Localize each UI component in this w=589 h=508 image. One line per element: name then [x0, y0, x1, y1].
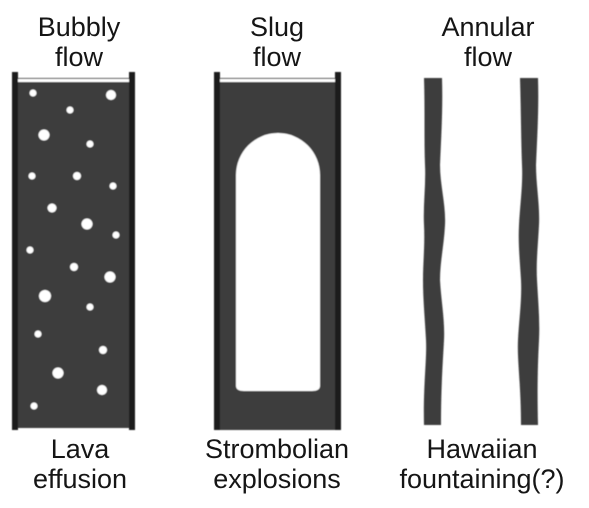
gas-bubble	[82, 219, 93, 230]
annular-right-wall-film	[518, 78, 539, 425]
hawaiian-fountaining-label: Hawaiian fountaining(?)	[382, 434, 582, 494]
strombolian-explosions-label: Strombolian explosions	[186, 434, 368, 494]
slug-flow-conduit	[214, 72, 341, 430]
gas-bubble	[110, 183, 117, 190]
gas-bubble	[73, 172, 81, 180]
lava-effusion-label-line2: effusion	[10, 464, 150, 494]
gas-bubble	[31, 403, 38, 410]
gas-bubble	[99, 346, 107, 354]
strombolian-explosions-label-line2: explosions	[186, 464, 368, 494]
slug-right-wall	[335, 72, 341, 430]
gas-bubble	[87, 304, 94, 311]
strombolian-explosions-label-line1: Strombolian	[186, 434, 368, 464]
gas-bubble	[35, 331, 42, 338]
annular-left-wall-film	[423, 78, 445, 425]
annular-flow-conduit	[423, 78, 539, 425]
gas-bubble	[39, 130, 50, 141]
gas-bubble	[106, 90, 116, 100]
gas-slug	[236, 133, 320, 391]
hawaiian-fountaining-label-line1: Hawaiian	[382, 434, 582, 464]
gas-bubble	[87, 141, 94, 148]
gas-bubble	[67, 107, 74, 114]
gas-bubble	[53, 368, 64, 379]
bubbly-left-wall	[12, 72, 18, 430]
gas-bubble	[27, 247, 34, 254]
lava-effusion-label: Lava effusion	[10, 434, 150, 494]
slug-left-wall	[214, 72, 220, 430]
gas-bubble	[70, 263, 78, 271]
hawaiian-fountaining-label-line2: fountaining(?)	[382, 464, 582, 494]
gas-bubble	[48, 204, 57, 213]
gas-bubble	[30, 90, 37, 97]
bubbly-right-wall	[129, 72, 135, 430]
gas-bubble	[105, 272, 116, 283]
gas-bubble	[113, 232, 120, 239]
bubbly-top-surface	[18, 79, 129, 82]
slug-top-surface	[220, 79, 335, 82]
gas-bubble	[29, 173, 36, 180]
lava-effusion-label-line1: Lava	[10, 434, 150, 464]
bubbly-flow-conduit	[12, 72, 135, 430]
gas-bubble	[97, 385, 107, 395]
gas-bubble	[39, 290, 51, 302]
